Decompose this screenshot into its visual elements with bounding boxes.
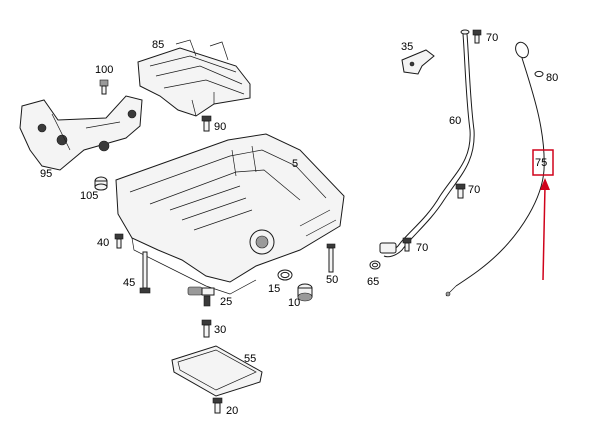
part-70-bolt-middle: [455, 183, 466, 199]
part-50-long-bolt: [326, 243, 336, 273]
highlight-arrow-head: [540, 178, 550, 190]
label-85: 85: [152, 39, 164, 51]
label-35: 35: [401, 41, 413, 53]
label-55: 55: [244, 353, 256, 365]
label-20: 20: [226, 405, 238, 417]
part-30-bolt: [201, 319, 212, 338]
label-100: 100: [95, 64, 113, 76]
part-45-long-bolt: [139, 251, 151, 294]
part-70-bolt-lower: [402, 237, 412, 252]
part-25-sensor: [187, 286, 215, 307]
part-75-dipstick: [445, 41, 545, 297]
part-40-bolt: [114, 233, 124, 249]
part-10-drain-plug: [297, 283, 313, 302]
label-45: 45: [123, 277, 135, 289]
label-70-lower: 70: [416, 242, 428, 254]
label-70-middle: 70: [468, 184, 480, 196]
highlight-callout: [532, 149, 554, 281]
part-95-bracket: [19, 95, 143, 171]
label-80: 80: [546, 72, 558, 84]
label-95: 95: [40, 168, 52, 180]
part-55-cover-plate: [171, 345, 263, 397]
part-90-bolt: [201, 115, 212, 132]
part-15-seal-ring: [277, 269, 293, 281]
label-25: 25: [220, 296, 232, 308]
part-70-bolt-top: [472, 29, 482, 44]
part-100-bolt: [99, 79, 109, 95]
label-105: 105: [80, 190, 98, 202]
label-40: 40: [97, 237, 109, 249]
label-65: 65: [367, 276, 379, 288]
part-85-baffle: [137, 39, 251, 117]
label-60: 60: [449, 115, 461, 127]
part-5-oil-pan: [115, 133, 345, 295]
label-70-top: 70: [486, 32, 498, 44]
label-10: 10: [288, 297, 300, 309]
label-5: 5: [292, 158, 298, 170]
part-65-o-ring: [369, 260, 381, 270]
label-50: 50: [326, 274, 338, 286]
label-90: 90: [214, 121, 226, 133]
label-75: 75: [535, 157, 547, 169]
part-105-bushing: [94, 176, 108, 191]
highlight-arrow-shaft: [542, 185, 546, 281]
part-20-bolt: [212, 397, 223, 414]
part-80-seal: [534, 70, 544, 78]
label-30: 30: [214, 324, 226, 336]
part-60-guide-tube: [379, 29, 475, 258]
part-35-clip: [401, 49, 435, 75]
label-15: 15: [268, 283, 280, 295]
highlight-box: [532, 149, 554, 176]
